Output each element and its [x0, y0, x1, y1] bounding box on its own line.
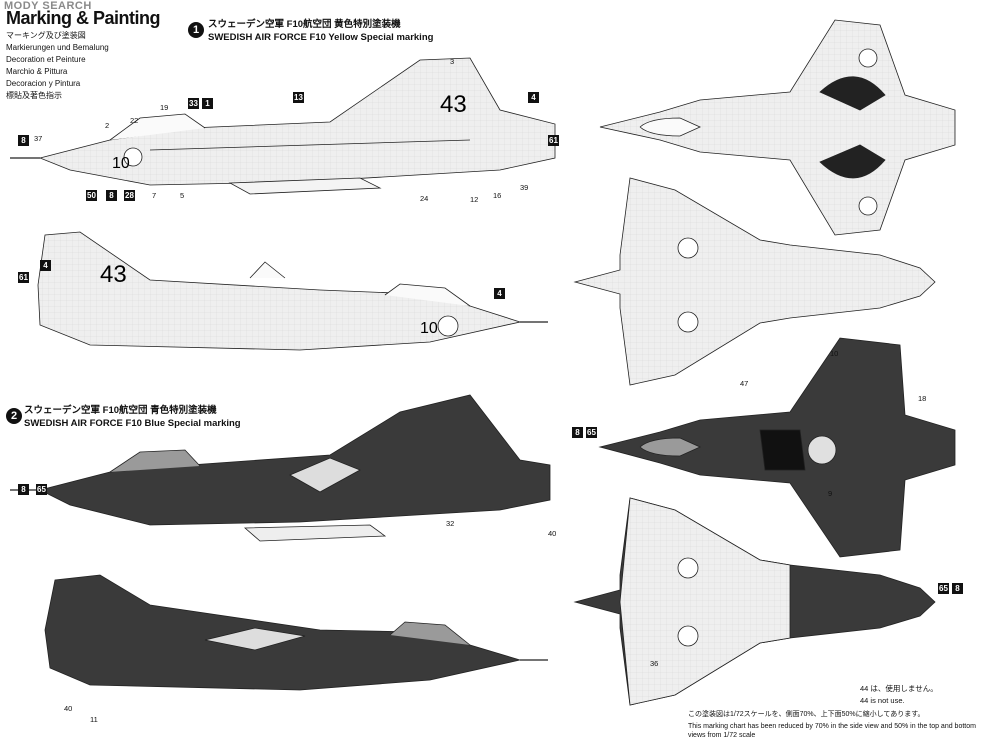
- callout-sq: 8: [18, 135, 29, 146]
- header-line-de: Markierungen und Bemalung: [6, 43, 109, 52]
- callout-sq: 4: [528, 92, 539, 103]
- note-scale-jp: この塗装図は1/72スケールを、側面70%、上下面50%に縮小してあります。: [688, 711, 925, 718]
- page-title: Marking & Painting: [6, 8, 161, 28]
- callout-sq: 61: [18, 272, 29, 283]
- callout-sq: 8: [106, 190, 117, 201]
- callout-sq: 33: [188, 98, 199, 109]
- scheme-2-badge: 2: [6, 408, 22, 424]
- callout-label: 36: [650, 659, 659, 668]
- header-line-jp: マーキング及び塗装図: [6, 31, 86, 40]
- callout-sq: 8: [572, 427, 583, 438]
- callout-label: 37: [34, 134, 43, 143]
- scheme-2-title-en: SWEDISH AIR FORCE F10 Blue Special marki…: [24, 418, 241, 429]
- s1-nose-number-top: 10: [112, 155, 130, 172]
- callout-label: 47: [740, 379, 749, 388]
- callout-label: 24: [420, 194, 429, 203]
- s1-nose-number-bottom: 10: [420, 320, 438, 337]
- watermark: MODY SEARCH: [4, 0, 92, 12]
- callout-label: 5: [180, 191, 185, 200]
- callout-label: 39: [520, 183, 529, 192]
- header-line-it: Marchio & Pittura: [6, 67, 68, 76]
- s2-side-right: [44, 574, 548, 691]
- callout-sq: 28: [124, 190, 135, 201]
- s2-side-left: [10, 394, 551, 542]
- s1-tail-number-bottom: 43: [100, 261, 127, 288]
- note-44-en: 44 is not use.: [860, 696, 905, 705]
- callout-label: 11: [90, 715, 98, 724]
- callout-sq: 1: [202, 98, 213, 109]
- callout-sq: 61: [548, 135, 559, 146]
- note-44-jp: 44 は、使用しません。: [860, 684, 938, 693]
- scheme-1-badge: 1: [188, 22, 204, 38]
- note-scale-en: This marking chart has been reduced by 7…: [688, 723, 976, 739]
- callout-label: 9: [828, 489, 833, 498]
- header-line-fr: Decoration et Peinture: [6, 55, 86, 64]
- callout-label: 2: [105, 121, 110, 130]
- callout-sq: 65: [586, 427, 597, 438]
- callout-sq: 8: [952, 583, 963, 594]
- callout-sq: 65: [938, 583, 949, 594]
- header-line-es: Decoracion y Pintura: [6, 79, 81, 88]
- s2-bottom-view: [573, 497, 936, 706]
- callout-sq: 4: [40, 260, 51, 271]
- callout-sq: 4: [494, 288, 505, 299]
- s1-side-left: [10, 57, 556, 195]
- s2-top-view: [598, 337, 956, 558]
- scheme-1-title-en: SWEDISH AIR FORCE F10 Yellow Special mar…: [208, 32, 434, 43]
- callout-label: 3: [450, 57, 455, 66]
- callout-label: 16: [493, 191, 502, 200]
- callout-label: 40: [64, 704, 73, 713]
- scheme-2-title-jp: スウェーデン空軍 F10航空団 青色特別塗装機: [24, 405, 217, 416]
- header-line-cn: 標貼及著色指示: [6, 91, 62, 100]
- s1-bottom-view: [573, 177, 936, 386]
- scheme-1-title-jp: スウェーデン空軍 F10航空団 黄色特別塗装機: [208, 19, 401, 30]
- s1-top-view: [599, 19, 956, 236]
- callout-label: 10: [830, 349, 839, 358]
- callout-label: 7: [152, 191, 157, 200]
- callout-label: 18: [918, 394, 927, 403]
- callout-sq: 50: [86, 190, 97, 201]
- s1-side-right: [37, 231, 548, 351]
- callout-label: 19: [160, 103, 169, 112]
- callout-label: 40: [548, 529, 557, 538]
- callout-sq: 13: [293, 92, 304, 103]
- callout-sq: 8: [18, 484, 29, 495]
- callout-label: 32: [446, 519, 455, 528]
- callout-label: 22: [130, 116, 139, 125]
- callout-sq: 65: [36, 484, 47, 495]
- callout-label: 12: [470, 195, 479, 204]
- s1-tail-number-top: 43: [440, 91, 467, 118]
